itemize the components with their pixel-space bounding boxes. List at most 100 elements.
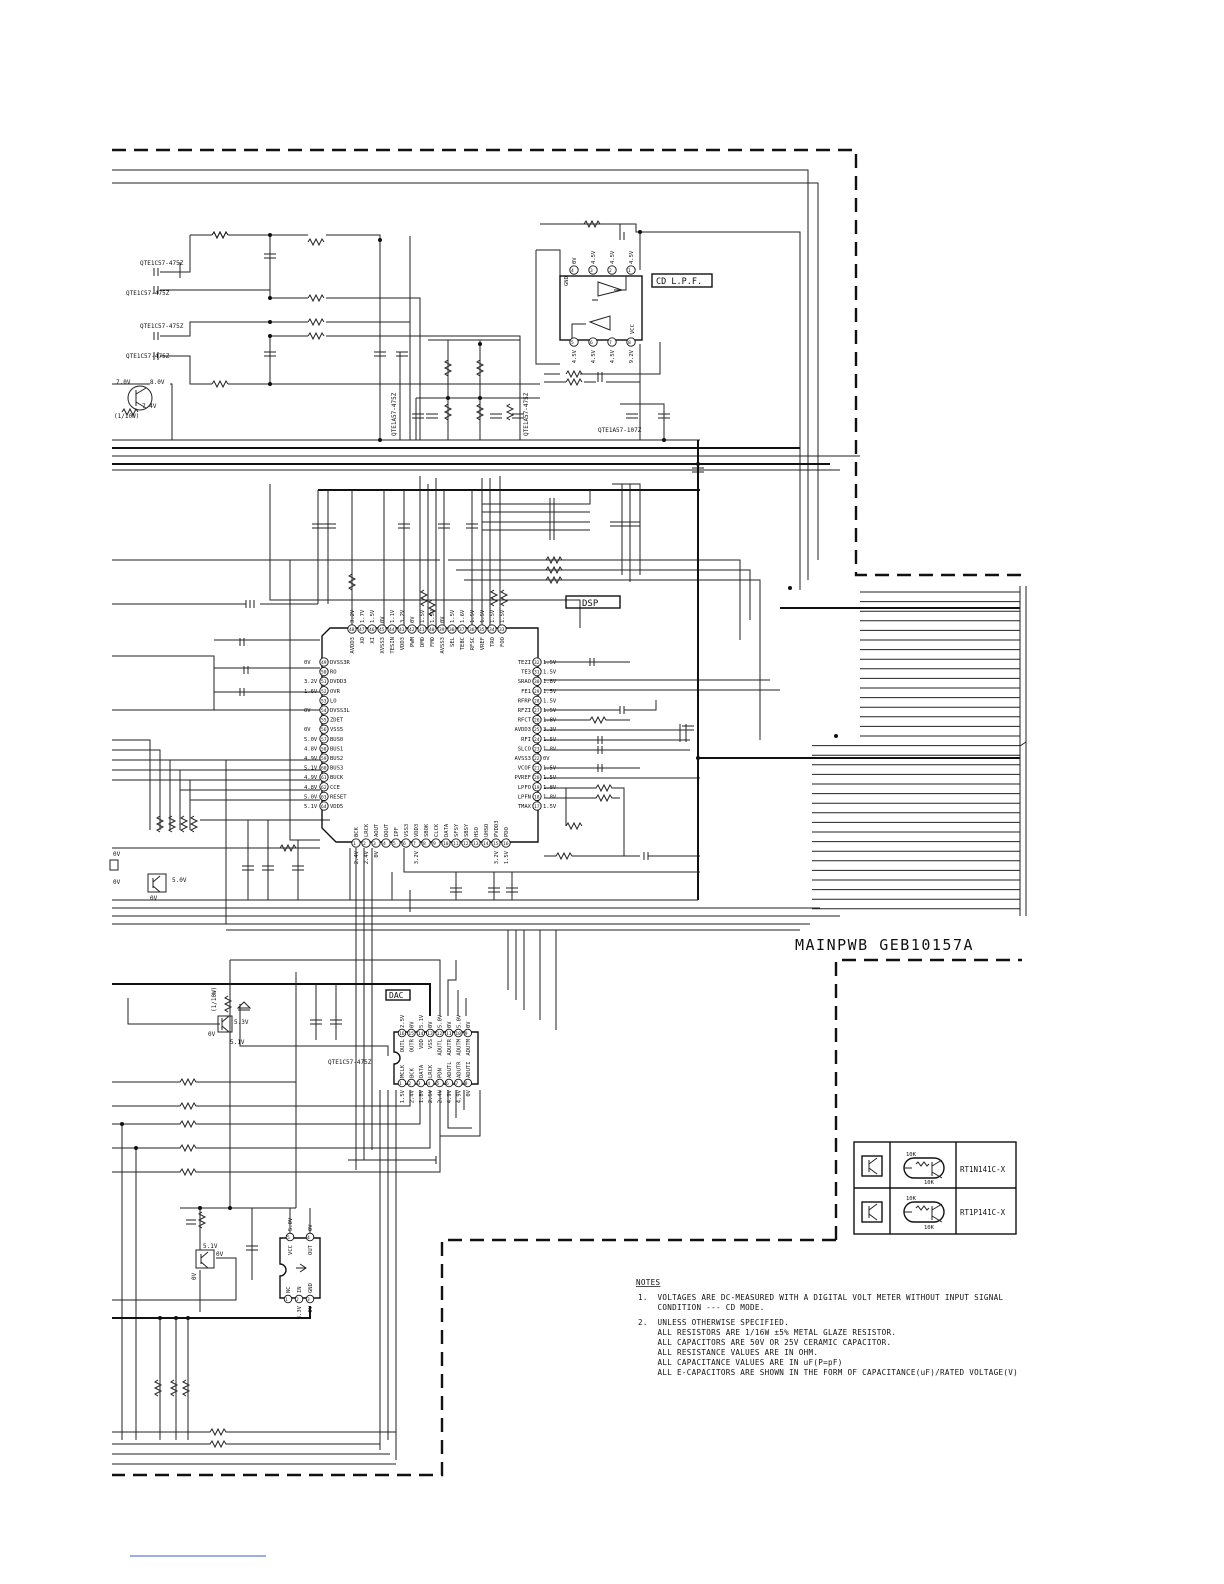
ic-pin	[532, 724, 542, 734]
dsp-bottom-wiring	[112, 760, 840, 1170]
ic-pin-name: VDD3	[400, 637, 406, 650]
ic-pin-voltage: 4.8V	[304, 785, 318, 791]
ic-pin-number: 15	[493, 841, 499, 847]
ic-pin	[319, 657, 329, 667]
ic-pin	[319, 705, 329, 715]
ic-pin-name: FOO	[500, 637, 506, 647]
notes: NOTES 1. VOLTAGES ARE DC-MEASURED WITH A…	[636, 1278, 1018, 1377]
ic-pin	[532, 762, 542, 773]
ic-pin-voltage: 2.4V	[409, 1089, 415, 1103]
ic-pin	[319, 753, 329, 763]
ic-pin-number: 2	[363, 841, 366, 847]
ic-pin-voltage: 0V	[304, 708, 311, 714]
ic-pin	[294, 1294, 304, 1304]
ic-pin-voltage: 0V	[466, 1089, 472, 1096]
ic-pin-name: LRCK	[428, 1064, 434, 1078]
ic-pin	[397, 624, 407, 634]
ic-pin-voltage: 1.5V	[543, 698, 557, 704]
ic-pin-number: 2	[296, 1297, 299, 1303]
ic-pin	[305, 1232, 315, 1242]
ic-pin-voltage: 4.9V	[456, 1089, 462, 1103]
ic-pin-voltage: 0V	[447, 1021, 453, 1028]
ic-pin-number: 7	[455, 1081, 458, 1087]
ic-pin-voltage: 5.1V	[419, 1014, 425, 1028]
ic-pin-number: 59	[321, 756, 327, 762]
ic-pin-name: TE3	[521, 670, 531, 676]
ic-pin-name: DVSS3L	[330, 708, 351, 714]
ic-pin	[447, 624, 457, 634]
ic-pin-number: 50	[321, 670, 327, 676]
ic-pin-number: 8	[423, 841, 426, 847]
tt-row2-r1: 10K	[906, 1196, 917, 1202]
top-resistors	[121, 219, 601, 421]
notes-line-2: CONDITION --- CD MODE.	[638, 1303, 765, 1312]
ic-pin-number: 60	[321, 766, 327, 772]
ic-pin-number: 28	[534, 698, 540, 704]
ic-pin-voltage: 2.5V	[428, 1089, 434, 1103]
ic-pin-name: IN	[297, 1286, 303, 1293]
ic-pin-name: TRO	[490, 637, 496, 647]
ic-pin-number: 64	[321, 804, 327, 810]
ic-pin-number: 5	[437, 1081, 440, 1087]
ic-pin-number: 56	[321, 727, 327, 733]
dsp-label-box	[565, 595, 621, 609]
ic-pin-voltage: 1.5V	[543, 804, 557, 810]
dac-label: DAC	[389, 991, 404, 1000]
ic-pin-name: XVSS3	[380, 637, 386, 654]
ic-pin-voltage: 1.6V	[304, 689, 318, 695]
ic-pin-voltage: 3.2V	[350, 609, 356, 623]
ic-pin	[387, 624, 397, 634]
ic-pin-voltage: 5.0V	[456, 1014, 462, 1028]
ic-pin-name: TEBC	[460, 637, 466, 650]
ic-pin-voltage: 9.2V	[629, 349, 635, 363]
ic-pin-number: 3	[373, 841, 376, 847]
ic-pin	[461, 838, 471, 848]
ic-pin-number: 35	[479, 627, 485, 633]
ic-pin-name: SLCO	[518, 746, 531, 752]
ic-pin	[305, 1294, 315, 1304]
ic-pin-name: PDO	[504, 827, 510, 837]
ic-pin-number: 23	[534, 746, 540, 752]
ic-pin-voltage: 1.5V	[490, 609, 496, 623]
dsp-right-wiring	[544, 440, 780, 900]
ic-pin-name: AOUT	[374, 823, 380, 837]
ic-pin	[481, 838, 491, 848]
ic-pin-voltage: 1.5V	[400, 1089, 406, 1103]
ic-pin-number: 31	[534, 670, 540, 676]
ic-pin-voltage: 5.1V	[304, 766, 318, 772]
ic-pin	[401, 838, 411, 848]
ic-pin-number: 10	[443, 841, 449, 847]
ic-pin	[532, 753, 542, 763]
ic-pin	[397, 1078, 407, 1088]
ic-pin-name: AVDD3	[514, 727, 531, 733]
ic-pin-number: 36	[469, 627, 475, 633]
ic-pin-number: 43	[399, 627, 405, 633]
ic-pin-number: 6	[403, 841, 406, 847]
label-led-tr-v2: 5.1V	[230, 1039, 245, 1046]
npn-icon	[861, 1155, 883, 1177]
ic-pin-name: LO	[330, 698, 337, 704]
top-capacitors	[153, 232, 704, 473]
ic-pin-voltage: 3.2V	[414, 850, 420, 864]
ic-pin-voltage: 3.2V	[400, 609, 406, 623]
notes-heading: NOTES	[636, 1278, 660, 1287]
ic-pin-name: TEZI	[518, 660, 531, 666]
ic-pin	[532, 695, 542, 706]
ic-pin-voltage: 5.0V	[288, 1217, 294, 1231]
ic-pin-number: 45	[379, 627, 385, 633]
ic-pin-number: 32	[534, 660, 540, 666]
board-outline	[112, 148, 1026, 1477]
ic-pin	[491, 838, 501, 848]
ic-pin-name: ADUTL	[438, 1038, 444, 1055]
notes-line-8: ALL E-CAPACITORS ARE SHOWN IN THE FORM O…	[638, 1368, 1018, 1377]
ic-pin-name: RESET	[330, 794, 347, 800]
ic-pin-voltage: 1.5V	[430, 609, 436, 623]
ic-pin-voltage: 1.8V	[543, 718, 557, 724]
ic-pin	[425, 1028, 435, 1038]
regulator-wiring	[112, 1122, 396, 1465]
ic-pin	[416, 1078, 426, 1088]
ic-pin-name: GND	[308, 1283, 314, 1293]
ic-pin-name: HSO	[474, 827, 480, 837]
